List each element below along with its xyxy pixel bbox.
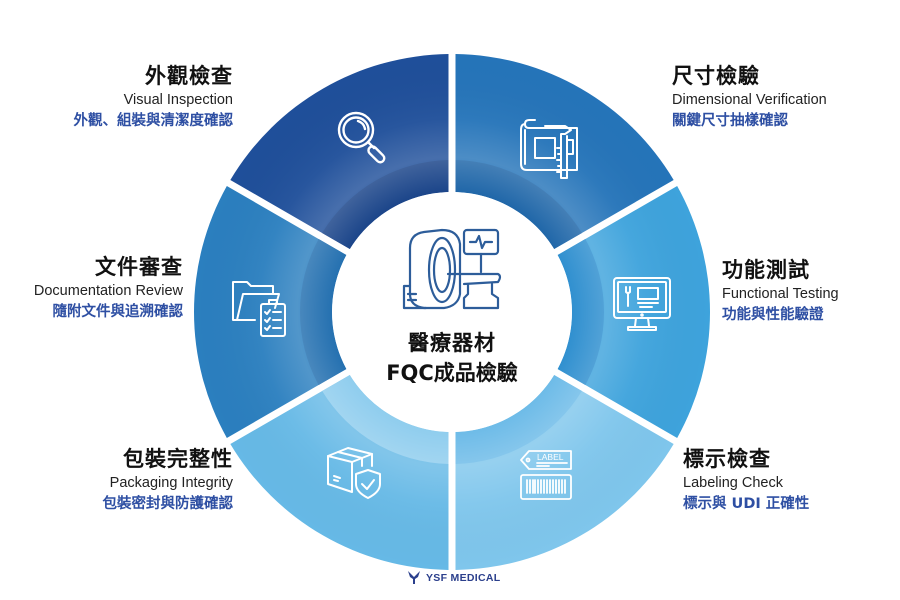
blueprint-caliper-icon bbox=[520, 119, 578, 179]
label-packaging-integrity: 包裝完整性 Packaging Integrity 包裝密封與防護確認 bbox=[103, 445, 234, 515]
label-dimensional-verification: 尺寸檢驗 Dimensional Verification 關鍵尺寸抽樣確認 bbox=[672, 62, 827, 132]
description: 功能與性能驗證 bbox=[722, 307, 824, 323]
title-en: Labeling Check bbox=[683, 475, 783, 491]
description: 外觀、組裝與清潔度確認 bbox=[73, 113, 234, 129]
center-title-line1: 醫療器材 bbox=[408, 331, 496, 355]
title-en: Packaging Integrity bbox=[109, 475, 233, 491]
svg-text:LABEL: LABEL bbox=[537, 452, 564, 462]
title-zh: 標示檢查 bbox=[683, 447, 771, 471]
logo-text: YSF MEDICAL bbox=[426, 571, 501, 584]
label-documentation-review: 文件審查 Documentation Review 隨附文件與追溯確認 bbox=[34, 253, 183, 323]
center-title: 醫療器材 FQC成品檢驗 bbox=[352, 328, 552, 388]
description: 關鍵尺寸抽樣確認 bbox=[672, 113, 788, 129]
ring-segment-shading bbox=[455, 54, 674, 249]
title-zh: 文件審查 bbox=[95, 255, 183, 279]
title-en: Documentation Review bbox=[33, 283, 183, 299]
title-zh: 外觀檢查 bbox=[145, 64, 233, 88]
description: 包裝密封與防護確認 bbox=[102, 496, 234, 512]
ring-segment-shading bbox=[455, 375, 674, 570]
title-en: Visual Inspection bbox=[123, 92, 233, 108]
ring-segment-shading bbox=[230, 54, 449, 249]
ring-segment-shading bbox=[194, 186, 347, 438]
title-zh: 功能測試 bbox=[722, 258, 810, 282]
label-visual-inspection: 外觀檢查 Visual Inspection 外觀、組裝與清潔度確認 bbox=[74, 62, 234, 132]
label-barcode-icon: LABEL bbox=[520, 450, 572, 500]
monitor-wrench-icon bbox=[613, 277, 671, 331]
description: 隨附文件與追溯確認 bbox=[52, 304, 184, 320]
label-functional-testing: 功能測試 Functional Testing 功能與性能驗證 bbox=[722, 256, 839, 326]
center-title-line2: FQC成品檢驗 bbox=[386, 361, 518, 385]
label-labeling-check: 標示檢查 Labeling Check 標示與 UDI 正確性 bbox=[683, 445, 809, 515]
ysf-medical-logo: YSF MEDICAL bbox=[408, 571, 500, 584]
ysf-logo-icon bbox=[408, 571, 420, 584]
title-en: Functional Testing bbox=[722, 286, 839, 302]
title-zh: 包裝完整性 bbox=[123, 447, 233, 471]
box-shield-icon bbox=[327, 447, 381, 499]
title-en: Dimensional Verification bbox=[672, 92, 827, 108]
magnifier-icon bbox=[337, 111, 386, 164]
description: 標示與 UDI 正確性 bbox=[683, 496, 810, 512]
center-disc bbox=[332, 192, 572, 432]
mri-scanner-icon bbox=[402, 228, 502, 310]
title-zh: 尺寸檢驗 bbox=[672, 64, 760, 88]
ring-segment-shading bbox=[230, 375, 449, 570]
folder-checklist-icon bbox=[232, 281, 286, 337]
